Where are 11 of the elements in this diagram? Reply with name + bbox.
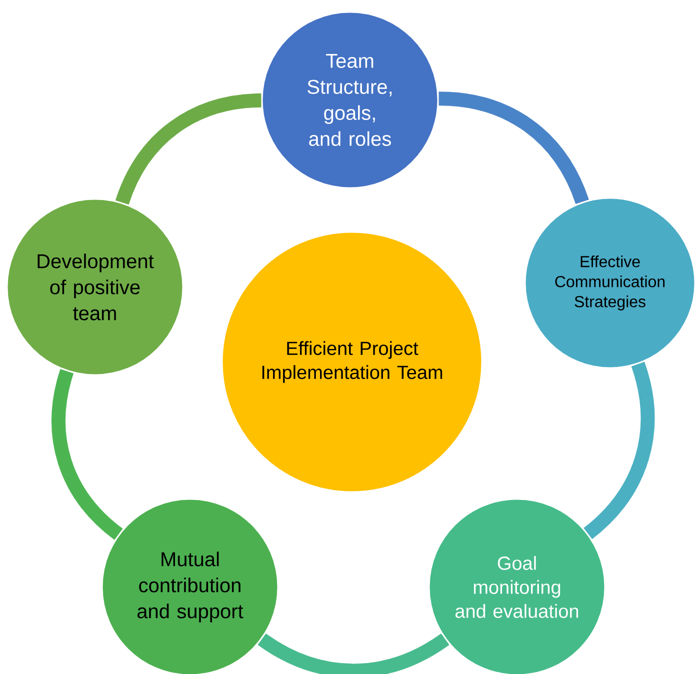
ring-arc [583, 362, 655, 539]
ring-arc [116, 93, 262, 205]
ring-arc [438, 92, 589, 204]
circle-node: Team Structure, goals, and roles [261, 11, 439, 189]
circle-node: Mutual contribution and support [101, 498, 279, 674]
ring-arc [258, 633, 450, 674]
circle-node: Development of positive team [6, 198, 184, 376]
circle-node: Effective Communication Strategies [524, 197, 695, 369]
ring-arc [52, 369, 124, 540]
circle-node: Efficient Project Implementation Team [221, 231, 483, 493]
circle-node: Goal monitoring and evaluation [428, 498, 606, 674]
